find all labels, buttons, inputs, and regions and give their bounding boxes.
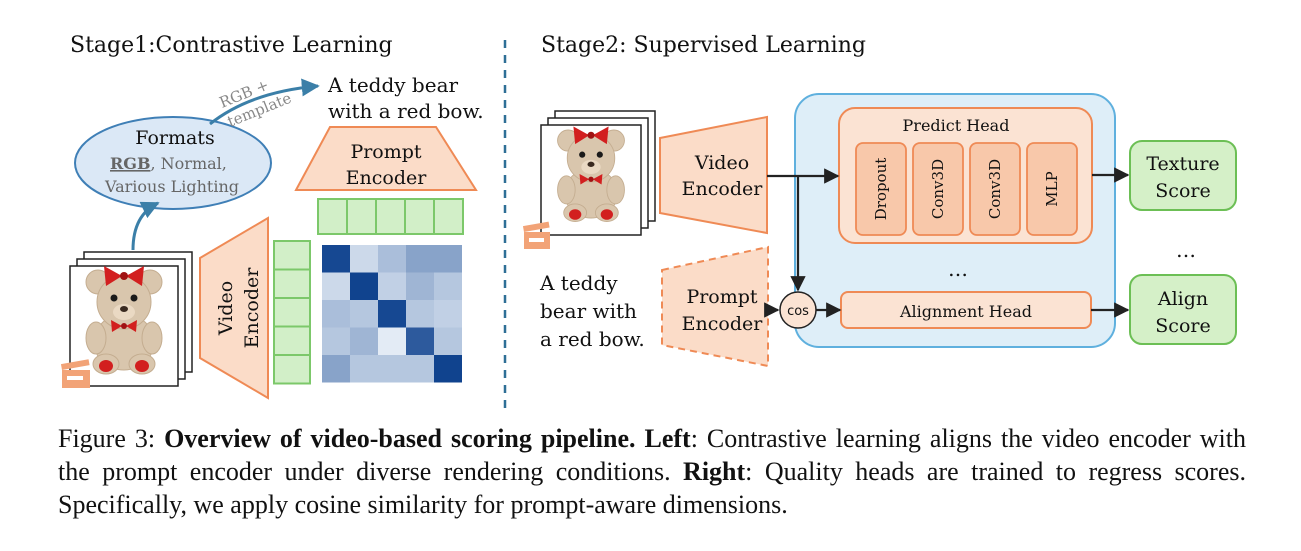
figure-caption: Figure 3: Overview of video-based scorin…: [58, 422, 1246, 521]
caption-left-text: : Contrastive learning aligns the video …: [58, 424, 1246, 486]
rgb-template-arrow: [209, 78, 320, 126]
similarity-cell: [378, 272, 406, 300]
layer-label: MLP: [1043, 171, 1061, 206]
similarity-cell: [406, 245, 434, 273]
align-score-label1: Align: [1157, 288, 1208, 310]
stage1-prompt-line1: A teddy bear: [327, 73, 458, 97]
stage2-prompt-encoder-label2: Encoder: [682, 313, 764, 335]
stage1-video-encoder-label1: Video: [215, 281, 237, 336]
stage2-prompt-line3: a red bow.: [540, 327, 645, 351]
texture-score-label2: Score: [1155, 180, 1210, 202]
teddy-bear-image: [557, 126, 625, 222]
similarity-cell: [434, 272, 462, 300]
stage1-prompt-encoder: [294, 126, 478, 191]
caption-label: Figure 3:: [58, 424, 165, 453]
align-score-box: [1129, 274, 1237, 345]
similarity-cell: [434, 327, 462, 355]
layer-label: Dropout: [872, 158, 890, 221]
video-embedding: [273, 240, 311, 385]
texture-score-box: [1129, 140, 1237, 211]
similarity-cell: [406, 355, 434, 383]
similarity-cell: [378, 245, 406, 273]
video-embedding-cell: [273, 297, 311, 328]
pipeline-figure: Stage1:Contrastive Learning Formats RGB,…: [60, 33, 1237, 408]
similarity-cell: [434, 300, 462, 328]
stage1-prompt-encoder-label1: Prompt: [350, 141, 421, 163]
caption-right-label: Right: [683, 457, 746, 486]
layer-label: Conv3D: [986, 159, 1004, 219]
stage2-video-encoder-label2: Encoder: [682, 178, 764, 200]
texture-score-label1: Texture: [1146, 153, 1219, 175]
scores-ellipsis: …: [1176, 238, 1196, 262]
similarity-cell: [350, 245, 378, 273]
similarity-cell: [322, 355, 350, 383]
layer-box: [855, 142, 907, 236]
layer-box: [969, 142, 1021, 236]
video-to-formats-arrow: [131, 201, 160, 251]
teddy-bear-image: [85, 266, 163, 375]
similarity-cell: [434, 355, 462, 383]
alignment-head-label: Alignment Head: [899, 302, 1032, 321]
similarity-cell: [434, 245, 462, 273]
prompt-embedding-cell: [346, 198, 377, 235]
stage2-title: Stage2: Supervised Learning: [541, 33, 866, 58]
caption-right-text: : Quality heads are trained to regress s…: [58, 457, 1247, 519]
layer-box: [912, 142, 964, 236]
similarity-cell: [350, 327, 378, 355]
similarity-cell: [350, 272, 378, 300]
video-embedding-cell: [273, 354, 311, 385]
prompt-embedding-cell: [433, 198, 464, 235]
similarity-cell: [322, 245, 350, 273]
clapperboard-icon: [60, 359, 90, 388]
prompt-embedding-cell: [317, 198, 348, 235]
formats-rgb: RGB: [110, 154, 150, 173]
stage1-prompt-line2: with a red bow.: [328, 99, 484, 123]
stage2-prompt-line2: bear with: [540, 299, 637, 323]
similarity-cell: [406, 327, 434, 355]
stage1-video-encoder: [199, 216, 269, 400]
formats-title: Formats: [135, 127, 214, 149]
formats-line1: RGB, Normal,: [110, 154, 227, 173]
stage2-video-encoder: [659, 115, 768, 235]
predict-head-label: Predict Head: [903, 116, 1010, 135]
stage2-prompt-line1: A teddy: [539, 271, 618, 295]
predict-head-layers: Dropout Conv3D Conv3D MLP: [855, 142, 1078, 236]
similarity-cell: [322, 327, 350, 355]
layer-label: Conv3D: [929, 159, 947, 219]
layer-box: [1026, 142, 1078, 236]
video-embedding-cell: [273, 325, 311, 356]
stage1-video-encoder-label2: Encoder: [241, 267, 263, 349]
stage1-prompt-encoder-label2: Encoder: [346, 167, 428, 189]
prompt-embedding-cell: [404, 198, 435, 235]
align-score-label2: Score: [1155, 315, 1210, 337]
similarity-cell: [406, 300, 434, 328]
similarity-cell: [322, 300, 350, 328]
similarity-matrix: [322, 245, 462, 383]
prompt-embedding: [317, 198, 464, 235]
similarity-cell: [350, 300, 378, 328]
formats-line2: Various Lighting: [104, 177, 239, 196]
caption-bold-title: Overview of video-based scoring pipeline…: [164, 424, 636, 453]
clapperboard-icon: [522, 221, 550, 249]
video-embedding-cell: [273, 268, 311, 299]
similarity-cell: [378, 355, 406, 383]
formats-line1-rest: , Normal,: [150, 154, 226, 173]
stage2-prompt-encoder: [661, 245, 769, 368]
caption-left-label: Left: [644, 424, 691, 453]
formats-ellipse: [74, 116, 272, 210]
cos-label: cos: [787, 304, 809, 319]
similarity-cell: [406, 272, 434, 300]
similarity-cell: [322, 272, 350, 300]
similarity-cell: [378, 327, 406, 355]
stage1-title: Stage1:Contrastive Learning: [70, 33, 393, 58]
similarity-cell: [350, 355, 378, 383]
prompt-embedding-cell: [375, 198, 406, 235]
stage2-prompt-encoder-label1: Prompt: [686, 286, 757, 308]
stage2-video-encoder-label1: Video: [694, 152, 749, 174]
video-embedding-cell: [273, 240, 311, 271]
similarity-cell: [378, 300, 406, 328]
heads-ellipsis: …: [948, 257, 968, 281]
